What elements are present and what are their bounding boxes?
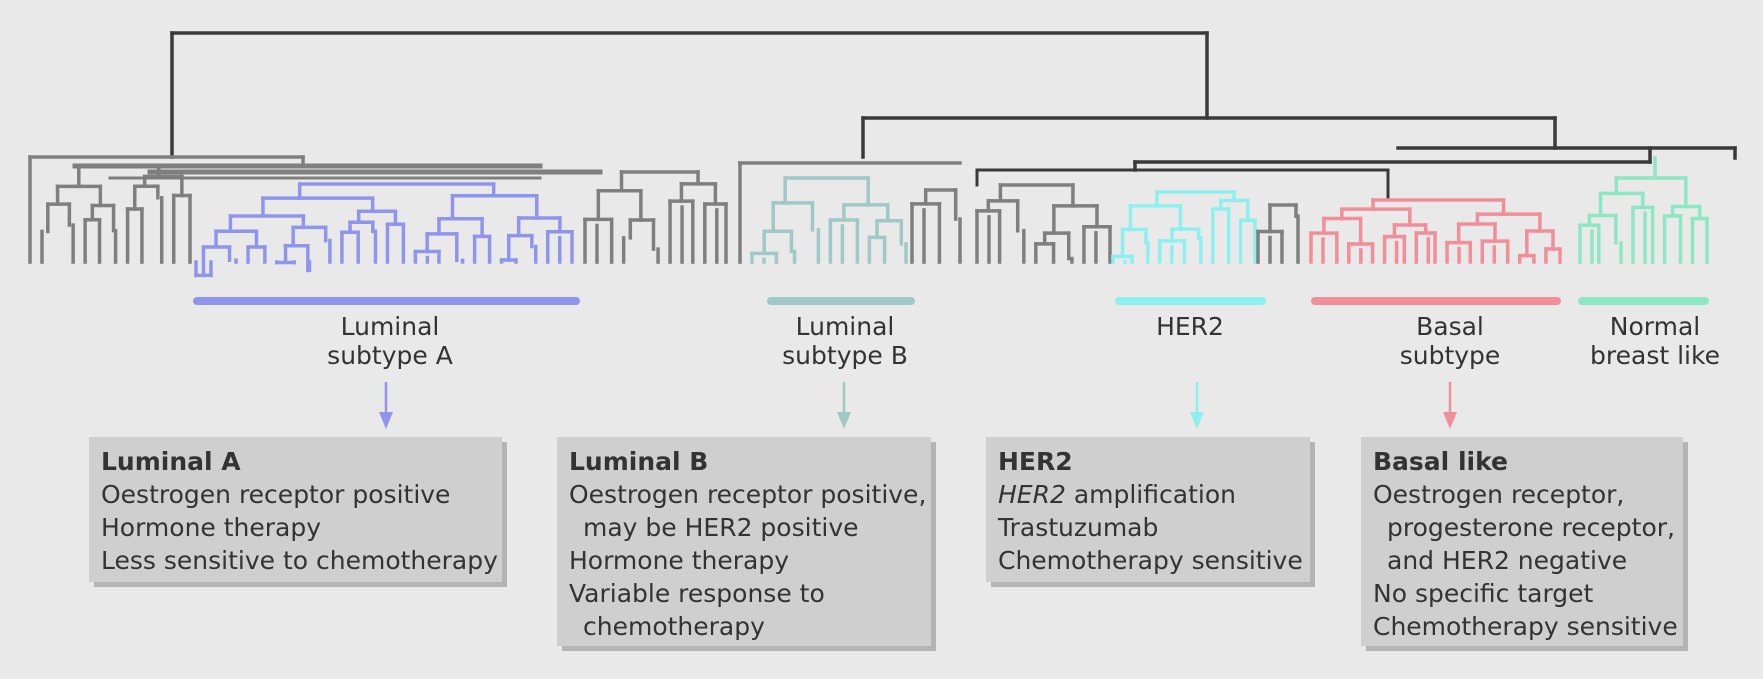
- cluster-label-luminal-a: Luminal subtype A: [327, 312, 453, 370]
- box-line: Hormone therapy: [569, 546, 790, 575]
- box-luminal-a: Luminal A Oestrogen receptor positive Ho…: [89, 437, 502, 582]
- box-her2: HER2 HER2 amplification Trastuzumab Chem…: [986, 437, 1310, 582]
- cluster-label-normal: Normal breast like: [1590, 312, 1720, 370]
- box-line: Chemotherapy sensitive: [998, 546, 1303, 575]
- box-line: HER2 amplification: [998, 478, 1298, 511]
- arrow-basal-icon: [1443, 382, 1457, 429]
- cluster-label-basal: Basal subtype: [1399, 312, 1501, 370]
- box-basal: Basal like Oestrogen receptor, progester…: [1361, 437, 1683, 646]
- arrow-her2-icon: [1190, 382, 1204, 429]
- box-title: Luminal B: [569, 447, 709, 476]
- arrow-luminal-b-icon: [837, 382, 851, 429]
- box-title: Basal like: [1373, 447, 1508, 476]
- box-line: Chemotherapy sensitive: [1373, 612, 1678, 641]
- box-line: Oestrogen receptor positive,: [569, 480, 927, 509]
- box-line: No specific target: [1373, 579, 1594, 608]
- gene-name: HER2: [998, 480, 1066, 509]
- box-line: Trastuzumab: [998, 513, 1159, 542]
- box-line: Hormone therapy: [101, 513, 322, 542]
- box-line: Less sensitive to chemotherapy: [101, 546, 498, 575]
- box-luminal-b: Luminal B Oestrogen receptor positive, m…: [557, 437, 931, 646]
- cluster-bar-luminal-a: [193, 297, 580, 305]
- cluster-bar-her2: [1115, 297, 1266, 305]
- box-line: Oestrogen receptor positive: [101, 480, 451, 509]
- box-line: may be HER2 positive: [583, 513, 859, 542]
- cluster-label-luminal-b: Luminal subtype B: [782, 312, 908, 370]
- cluster-bar-normal: [1578, 297, 1709, 305]
- box-line: chemotherapy: [583, 612, 765, 641]
- cluster-label-her2: HER2: [1156, 312, 1224, 341]
- box-line: progesterone receptor,: [1387, 513, 1675, 542]
- box-title: HER2: [998, 447, 1073, 476]
- arrow-luminal-a-icon: [379, 382, 393, 429]
- cluster-bar-basal: [1311, 297, 1561, 305]
- box-title: Luminal A: [101, 447, 241, 476]
- box-line: Variable response to: [569, 579, 825, 608]
- box-line-rest: amplification: [1065, 480, 1236, 509]
- box-line: and HER2 negative: [1387, 546, 1628, 575]
- cluster-bar-luminal-b: [767, 297, 915, 305]
- box-line: Oestrogen receptor,: [1373, 480, 1625, 509]
